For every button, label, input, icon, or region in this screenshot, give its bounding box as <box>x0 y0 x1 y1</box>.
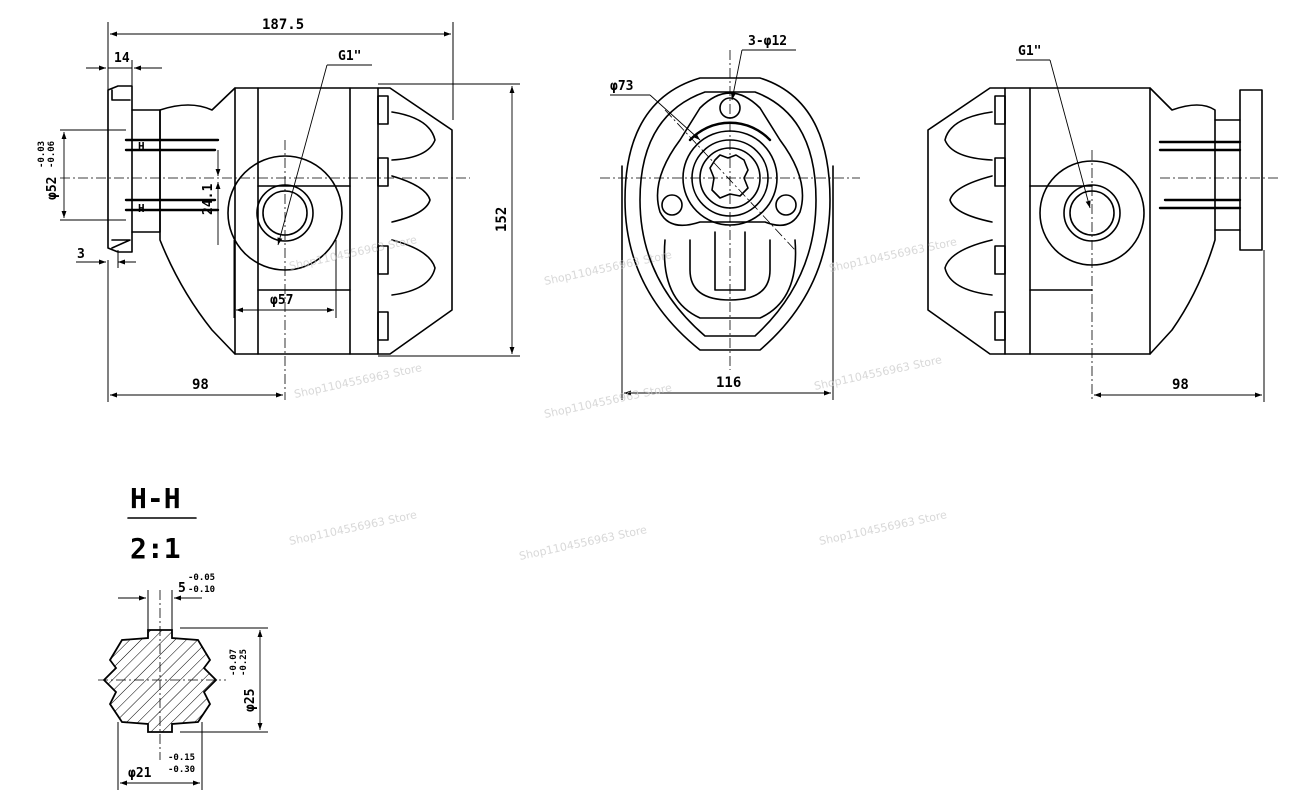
dim-pilot-diameter: φ52 <box>45 177 60 200</box>
section-mark-bottom: H <box>138 202 145 215</box>
watermark-1: Shop1104556963 Store <box>288 233 418 273</box>
spline-shaft <box>709 154 749 199</box>
section-view: H-H 2:1 5 -0.05 -0.10 φ25 -0.07 -0.25 φ2… <box>98 482 268 790</box>
dim-port-circle: φ57 <box>270 293 293 308</box>
dim-flange-thickness: 14 <box>114 51 130 66</box>
port-label-right: G1" <box>1018 44 1041 59</box>
pump-body-right <box>1004 87 1216 355</box>
front-view: φ73 3-φ12 116 <box>600 34 860 400</box>
dim-overall-length: 187.5 <box>262 17 304 33</box>
flange-lobes <box>656 92 804 227</box>
key-tol-lower: -0.10 <box>188 585 215 595</box>
watermark-7: Shop1104556963 Store <box>288 508 418 548</box>
right-side-view: G1" 98 <box>927 44 1280 402</box>
major-tol-lower: -0.25 <box>239 649 249 676</box>
dim-height-152: 152 <box>494 207 510 232</box>
pump-body <box>159 87 379 355</box>
dim-pilot-tol-lower: -0.06 <box>47 141 57 168</box>
dim-offset-3: 3 <box>77 247 85 262</box>
watermark-9: Shop1104556963 Store <box>818 508 948 548</box>
dim-offset-24: 24.1 <box>201 184 216 215</box>
dim-holes: 3-φ12 <box>748 34 787 49</box>
watermark-4: Shop1104556963 Store <box>543 381 673 421</box>
watermark-2: Shop1104556963 Store <box>293 361 423 401</box>
section-scale: 2:1 <box>130 532 181 565</box>
minor-dia: φ21 <box>128 766 152 781</box>
dim-length-98-right: 98 <box>1172 377 1189 393</box>
flange-plate <box>107 85 133 253</box>
dim-width-116: 116 <box>716 375 741 391</box>
port-label-left: G1" <box>338 49 361 64</box>
minor-tol-lower: -0.30 <box>168 765 195 775</box>
key-tol-upper: -0.05 <box>188 573 215 583</box>
front-outline <box>624 77 831 351</box>
dim-pilot-tol-upper: -0.03 <box>37 141 47 168</box>
watermark-5: Shop1104556963 Store <box>828 235 958 275</box>
dim-bolt-circle: φ73 <box>610 79 633 94</box>
watermarks: Shop1104556963 Store Shop1104556963 Stor… <box>288 233 958 563</box>
left-side-view: 187.5 14 H H <box>37 17 520 402</box>
dim-length-98-left: 98 <box>192 377 209 393</box>
section-mark-top: H <box>138 140 145 153</box>
minor-tol-upper: -0.15 <box>168 753 195 763</box>
major-tol-upper: -0.07 <box>229 649 239 676</box>
watermark-6: Shop1104556963 Store <box>813 353 943 393</box>
major-dia: φ25 <box>243 689 258 712</box>
section-title: H-H <box>130 482 181 515</box>
watermark-8: Shop1104556963 Store <box>518 523 648 563</box>
key-width: 5 <box>178 581 186 596</box>
